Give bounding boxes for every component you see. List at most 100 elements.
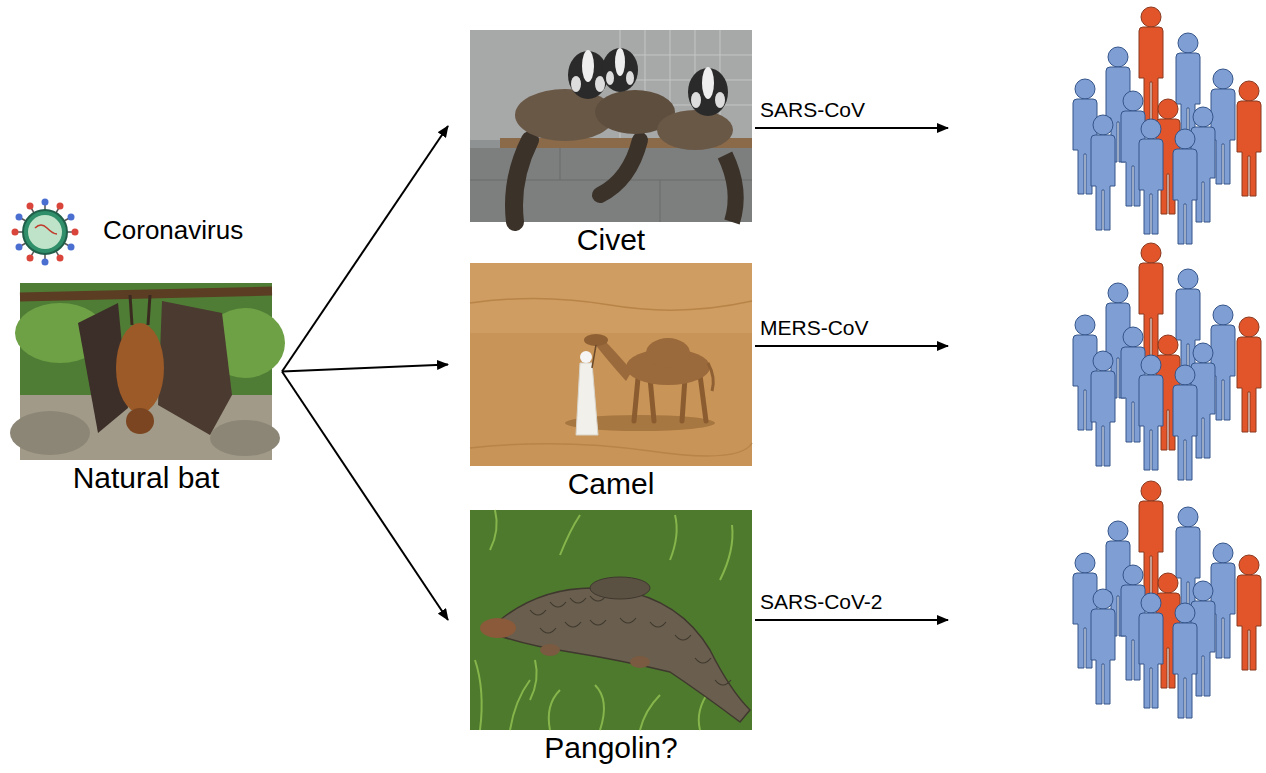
pangolin-photo — [715, 680, 731, 685]
bat-photo — [126, 408, 154, 434]
civet-photo — [660, 180, 661, 222]
virus-icon — [57, 203, 64, 210]
pangolin-photo — [540, 628, 556, 633]
people-crowd — [1073, 481, 1261, 718]
camel-photo — [580, 351, 592, 363]
pangolin-photo — [720, 525, 733, 580]
node-label: Civet — [470, 223, 752, 256]
civet-photo — [514, 140, 530, 222]
photo-node: Civet — [470, 30, 752, 256]
spread-arrow — [282, 372, 448, 621]
pangolin-photo — [565, 622, 581, 627]
node-label: Natural bat — [20, 461, 272, 494]
pangolin-photo — [510, 680, 530, 730]
photo-node: Camel — [470, 263, 752, 500]
pangolin-photo — [640, 695, 660, 730]
bat-photo — [10, 283, 285, 460]
civet-photo — [560, 148, 561, 180]
civet-photo — [582, 50, 594, 82]
virus-icon — [16, 244, 23, 251]
civet-photo — [691, 92, 701, 108]
people-crowd — [1073, 7, 1261, 244]
virus-icon — [35, 225, 57, 234]
bat-photo — [10, 411, 90, 455]
pangolin-photo — [595, 685, 604, 730]
pangolin-photo — [530, 610, 546, 615]
transmission-arrow — [755, 619, 948, 621]
virus-icon — [72, 229, 79, 236]
node-label: Camel — [470, 467, 752, 500]
pangolin-photo — [470, 510, 752, 730]
virus-icon — [68, 214, 75, 221]
virus-icon — [28, 215, 62, 249]
pangolin-photo — [670, 515, 677, 560]
pangolin-photo — [480, 618, 516, 638]
civet-photo — [470, 30, 752, 222]
pangolin-photo — [590, 577, 650, 599]
photo-node: Natural bat — [20, 283, 272, 494]
virus-icon — [12, 199, 79, 266]
pangolin-photo — [470, 510, 752, 730]
civet-photo — [568, 51, 608, 99]
pangolin-photo — [530, 596, 731, 685]
pangolin-photo — [630, 656, 650, 668]
pangolin-photo — [570, 598, 586, 603]
civet-photo — [626, 71, 634, 85]
virus-icon — [12, 229, 19, 236]
camel-photo — [592, 345, 596, 368]
virus-icon — [68, 244, 75, 251]
pangolin-photo — [650, 622, 666, 627]
camel-photo — [470, 263, 752, 333]
civet-photo — [615, 48, 625, 76]
virus-icon — [23, 210, 67, 254]
virus-name: SARS-CoV-2 — [760, 590, 883, 614]
virus-icon — [16, 214, 23, 221]
pangolin-photo — [530, 660, 537, 700]
bat-photo — [158, 301, 232, 435]
camel-photo — [470, 263, 752, 466]
camel-photo — [682, 378, 685, 421]
virus-icon — [27, 255, 34, 262]
camel-photo — [470, 443, 752, 456]
camel-photo — [584, 334, 608, 346]
pangolin-photo — [620, 618, 636, 623]
camel-photo — [470, 298, 752, 456]
bat-photo — [20, 291, 272, 297]
bat-photo — [130, 295, 132, 325]
civet-photo — [606, 71, 614, 85]
pangolin-photo — [549, 690, 560, 730]
camel-photo — [576, 363, 598, 435]
camel-photo — [700, 375, 706, 421]
bat-photo — [148, 295, 150, 325]
pangolin-photo — [490, 510, 497, 550]
transmission-arrow — [755, 127, 948, 129]
people-crowd — [1073, 7, 1261, 718]
virus-name: SARS-CoV — [760, 98, 865, 122]
virus-icon — [27, 203, 34, 210]
photo-node: Pangolin? — [470, 510, 752, 764]
spread-arrow — [282, 126, 448, 372]
pangolin-photo — [590, 620, 606, 625]
camel-photo — [470, 263, 752, 466]
pangolin-photo — [550, 602, 566, 607]
spread-arrow — [282, 365, 448, 372]
pangolin-photo — [695, 658, 711, 663]
camel-photo — [634, 378, 638, 421]
civet-photo — [602, 48, 638, 92]
civet-photo — [657, 110, 733, 150]
civet-photo — [571, 76, 581, 92]
bat-photo — [210, 420, 280, 456]
virus-icon — [57, 255, 64, 262]
camel-photo — [646, 338, 690, 368]
transmission-arrow — [755, 345, 948, 347]
virus-name: MERS-CoV — [760, 316, 869, 340]
bat-photo — [116, 323, 164, 413]
civet-photo — [688, 68, 728, 116]
node-label: Pangolin? — [470, 731, 752, 764]
civet-photo — [470, 30, 752, 222]
pangolin-photo — [540, 644, 560, 656]
